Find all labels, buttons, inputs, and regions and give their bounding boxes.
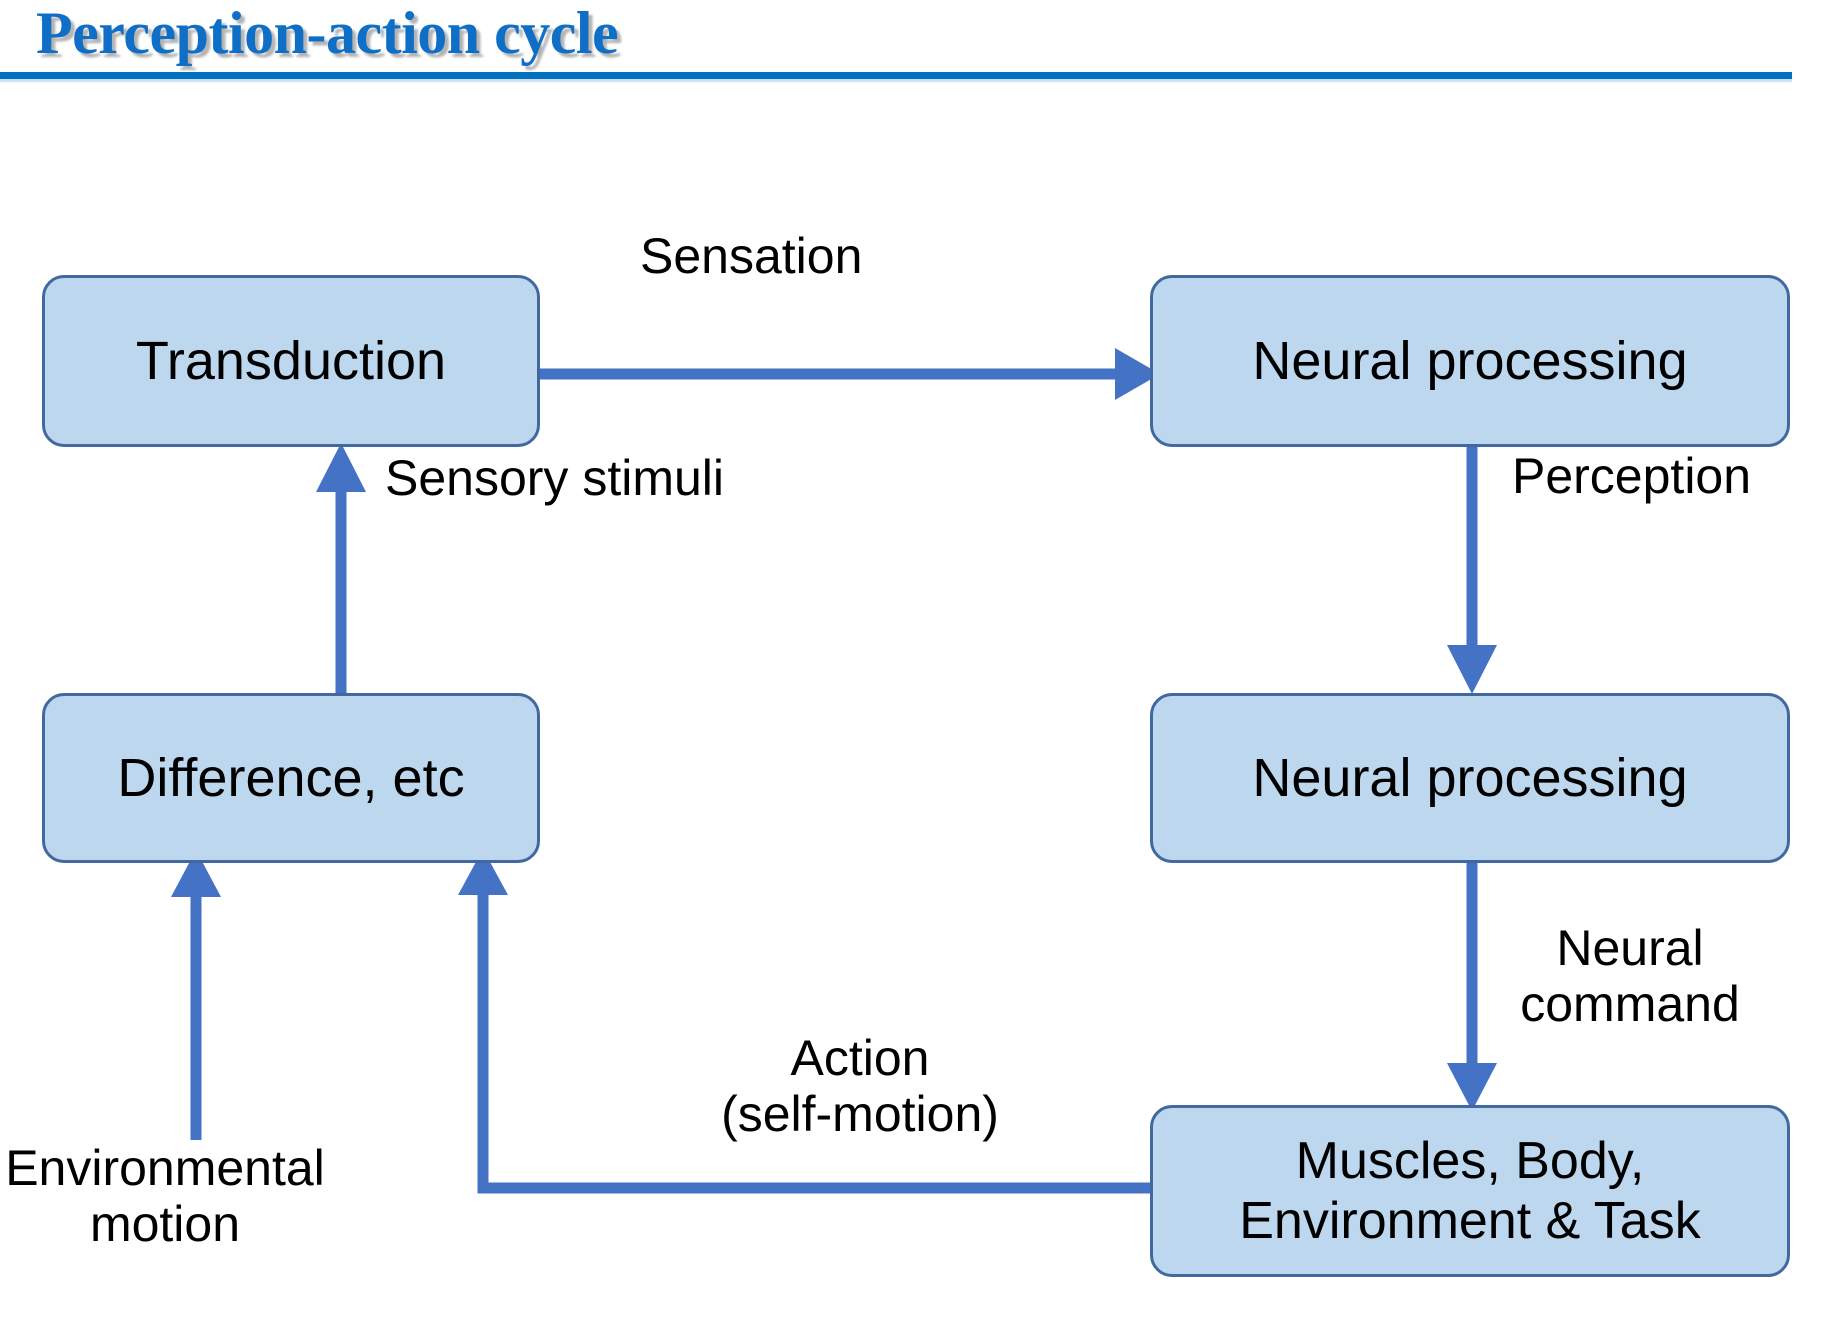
node-neural-processing-1-label: Neural processing (1252, 330, 1688, 391)
edge-label-neural-command: Neural command (1520, 920, 1740, 1032)
edge-label-perception: Perception (1512, 448, 1752, 504)
node-neural-processing-2[interactable]: Neural processing (1150, 693, 1790, 863)
edge-environmental-motion-arrow (160, 850, 240, 1145)
node-muscles-body-environment-task[interactable]: Muscles, Body, Environment & Task (1150, 1105, 1790, 1277)
node-neural-processing-2-label: Neural processing (1252, 747, 1688, 808)
node-muscles-label: Muscles, Body, Environment & Task (1239, 1131, 1701, 1250)
node-transduction-label: Transduction (135, 330, 447, 391)
edge-label-action: Action (self-motion) (721, 1030, 999, 1142)
node-difference-label: Difference, etc (117, 747, 465, 808)
title-divider (0, 72, 1792, 79)
node-transduction[interactable]: Transduction (42, 275, 540, 447)
edge-sensation-arrow (540, 330, 1170, 420)
edge-label-environmental-motion: Environmental motion (5, 1140, 325, 1252)
edge-action-arrow (440, 849, 1170, 1195)
page-title: Perception-action cycle (36, 0, 619, 66)
edge-sensory-stimuli-arrow (305, 440, 385, 702)
node-neural-processing-1[interactable]: Neural processing (1150, 275, 1790, 447)
node-difference[interactable]: Difference, etc (42, 693, 540, 863)
edge-label-sensation: Sensation (640, 228, 863, 284)
edge-label-sensory-stimuli: Sensory stimuli (385, 450, 724, 506)
